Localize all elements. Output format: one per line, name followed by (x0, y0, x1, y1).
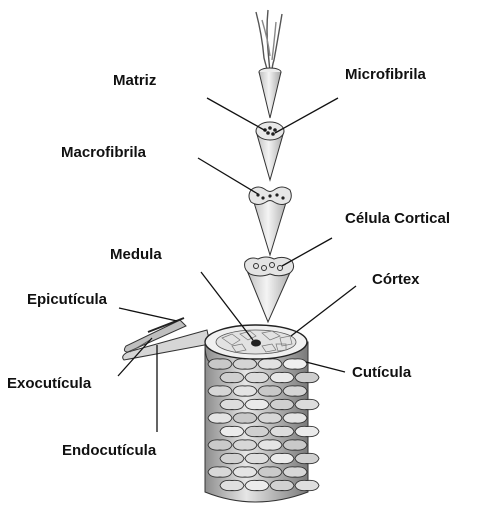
leader-line-macrofibrila (198, 158, 258, 194)
cuticle-scale (233, 467, 257, 477)
cuticle-scale (258, 440, 282, 450)
hair-shaft-cylinder (205, 325, 319, 502)
leader-line-microfibrila (275, 98, 338, 133)
cuticle-scale (270, 372, 294, 382)
cuticle-scale (295, 480, 319, 490)
label-matriz: Matriz (113, 72, 156, 90)
cuticle-scale (208, 413, 232, 423)
leader-line-celula-cortical (282, 238, 332, 266)
cuticle-scale (283, 440, 307, 450)
cuticle-flap (123, 318, 210, 360)
cuticle-scale (220, 426, 244, 436)
cuticle-scale (245, 372, 269, 382)
cuticle-scale (233, 359, 257, 369)
cuticle-scale (270, 426, 294, 436)
cuticle-scale (258, 467, 282, 477)
cuticle-scale (283, 467, 307, 477)
cuticle-scale (295, 453, 319, 463)
cortical-cell-segment (245, 257, 294, 322)
label-macrofibrila: Macrofibrila (61, 144, 146, 162)
leader-line-cuticula (306, 362, 345, 372)
cuticle-scale (220, 480, 244, 490)
label-cuticula: Cutícula (352, 364, 411, 382)
label-celula-cortical: Célula Cortical (345, 210, 450, 228)
cuticle-scale (270, 399, 294, 409)
cuticle-scale (220, 399, 244, 409)
medulla-core (251, 340, 261, 347)
leader-line-matriz (207, 98, 266, 131)
microfibril-segment (259, 68, 281, 118)
cuticle-scale (233, 386, 257, 396)
cuticle-scale (295, 372, 319, 382)
cuticle-scale (245, 453, 269, 463)
cuticle-scale (208, 467, 232, 477)
cuticle-scale (295, 399, 319, 409)
cuticle-scale (295, 426, 319, 436)
cuticle-scale (233, 413, 257, 423)
cuticle-scale (283, 386, 307, 396)
label-microfibrila: Microfibrila (345, 66, 426, 84)
cuticle-scale (220, 453, 244, 463)
label-exocuticula: Exocutícula (7, 375, 91, 393)
cuticle-scale (220, 372, 244, 382)
label-medula: Medula (110, 246, 162, 264)
cuticle-scale (258, 386, 282, 396)
label-epicuticula: Epicutícula (27, 291, 107, 309)
cuticle-scale (208, 359, 232, 369)
cuticle-scale (208, 386, 232, 396)
cuticle-scale (258, 413, 282, 423)
cuticle-scale (283, 359, 307, 369)
cuticle-scale (208, 440, 232, 450)
cuticle-scale (245, 426, 269, 436)
cuticle-scale (245, 480, 269, 490)
cuticle-scale (233, 440, 257, 450)
cuticle-scale (270, 480, 294, 490)
macrofibril-segment (249, 187, 291, 255)
leader-line-cortex (291, 286, 356, 336)
fibril-strands (256, 10, 282, 72)
cuticle-scale (283, 413, 307, 423)
cuticle-scale (258, 359, 282, 369)
label-cortex: Córtex (372, 271, 420, 289)
leader-line-epicuticula (119, 308, 177, 321)
cuticle-scale (245, 399, 269, 409)
label-endocuticula: Endocutícula (62, 442, 156, 460)
cuticle-scale (270, 453, 294, 463)
